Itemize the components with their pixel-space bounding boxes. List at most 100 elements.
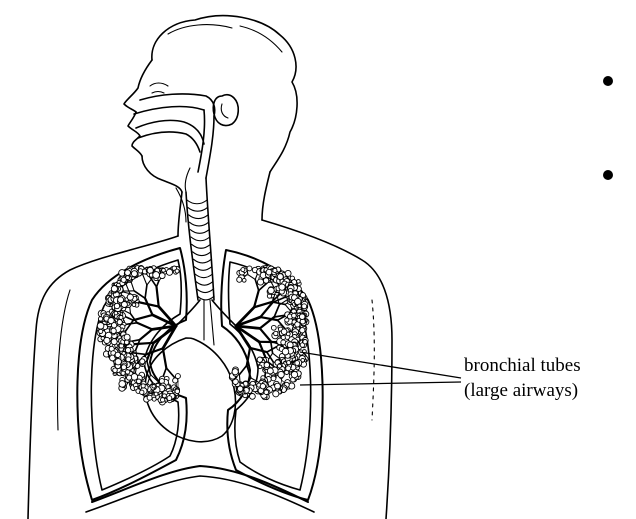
alveolus xyxy=(147,395,152,400)
alveolus xyxy=(302,304,307,309)
bronchus-branch xyxy=(137,323,152,330)
alveolus xyxy=(257,279,263,285)
alveolus xyxy=(125,270,131,276)
bronchus-branch xyxy=(145,298,152,315)
alveolus xyxy=(275,383,281,389)
bronchus-branch xyxy=(157,287,159,307)
trachea-ring xyxy=(188,207,208,211)
bronchial-label-line1: bronchial tubes xyxy=(464,355,581,376)
alveolus xyxy=(281,329,287,335)
alveolus xyxy=(153,272,160,279)
bronchus-branch xyxy=(143,275,147,285)
alveolus xyxy=(138,269,142,273)
trachea-ring xyxy=(189,215,209,219)
trachea xyxy=(186,178,214,300)
alveolus xyxy=(299,314,305,320)
alveolus xyxy=(119,381,126,388)
alveolus xyxy=(115,352,120,357)
alveolus xyxy=(237,277,242,282)
bronchus-branch xyxy=(248,275,255,280)
alveolus xyxy=(124,340,129,345)
alveolus xyxy=(292,313,297,318)
alveolus xyxy=(260,384,265,389)
alveolus xyxy=(166,269,172,275)
alveolus xyxy=(121,371,125,375)
alveolus xyxy=(147,267,153,273)
bronchus-branch xyxy=(254,291,259,308)
bronchus-branch xyxy=(260,328,271,341)
alveolus xyxy=(298,304,302,308)
alveolus xyxy=(268,287,274,293)
alveolus xyxy=(124,334,130,340)
alveoli-clusters xyxy=(97,265,309,405)
alveolus xyxy=(173,378,178,383)
trachea-ring xyxy=(191,237,210,241)
alveolus xyxy=(140,359,145,364)
alveolus xyxy=(242,278,246,282)
trachea-ring xyxy=(194,267,212,271)
trachea-ring xyxy=(190,230,209,234)
alveolus xyxy=(273,268,277,272)
alveolus xyxy=(162,268,166,272)
alveolus xyxy=(273,391,279,397)
alveolus xyxy=(131,374,138,381)
alveolus xyxy=(111,323,116,328)
alveolus xyxy=(175,269,179,273)
alveolus xyxy=(104,337,110,343)
alveolus xyxy=(264,390,269,395)
alveolus xyxy=(126,357,131,362)
trachea-ring xyxy=(197,289,214,293)
alveolus xyxy=(279,284,285,290)
bronchus-branch xyxy=(273,353,280,358)
alveolus xyxy=(247,266,252,271)
bronchus-branch xyxy=(145,285,147,298)
alveolus xyxy=(114,311,118,315)
alveolus xyxy=(303,340,307,344)
alveolus xyxy=(241,268,245,272)
alveolus xyxy=(278,364,282,368)
bronchus-branch xyxy=(163,348,166,368)
bronchus-branch xyxy=(274,305,279,317)
alveolus xyxy=(152,385,156,389)
alveolus xyxy=(266,269,272,275)
bullet-point-1 xyxy=(603,76,613,86)
bullet-point-2 xyxy=(603,170,613,180)
alveolus xyxy=(99,329,103,333)
alveolus xyxy=(264,362,269,367)
alveolus xyxy=(140,390,144,394)
alveolus xyxy=(137,379,142,384)
alveolus xyxy=(167,396,172,401)
main-bronchus xyxy=(212,300,236,326)
alveolus xyxy=(111,328,116,333)
alveolus xyxy=(285,270,291,276)
bronchus-branch xyxy=(133,315,152,320)
trachea-ring xyxy=(189,222,208,226)
bronchus-branch xyxy=(131,282,134,291)
bronchial-label-leaders xyxy=(300,352,461,385)
alveolus xyxy=(114,303,119,308)
bronchus-branch xyxy=(147,278,153,285)
alveolus xyxy=(257,357,262,362)
alveolus xyxy=(111,286,117,292)
torso-outline xyxy=(28,220,392,519)
bronchus-branch xyxy=(126,285,130,294)
alveolus xyxy=(132,303,136,307)
alveolus xyxy=(271,325,276,330)
alveolus xyxy=(97,323,104,330)
head-outline xyxy=(124,16,297,236)
alveolus xyxy=(111,339,117,345)
alveolus xyxy=(152,397,156,401)
alveolus xyxy=(285,318,289,322)
alveolus xyxy=(126,276,130,280)
bronchus-branch xyxy=(140,329,152,339)
alveolus xyxy=(281,335,285,339)
alveolus xyxy=(98,317,102,321)
alveolus xyxy=(127,375,132,380)
trachea-ring xyxy=(193,259,211,263)
alveolus xyxy=(131,271,137,277)
trachea-ring xyxy=(193,252,211,256)
alveolus xyxy=(287,342,293,348)
alveolus xyxy=(274,331,278,335)
